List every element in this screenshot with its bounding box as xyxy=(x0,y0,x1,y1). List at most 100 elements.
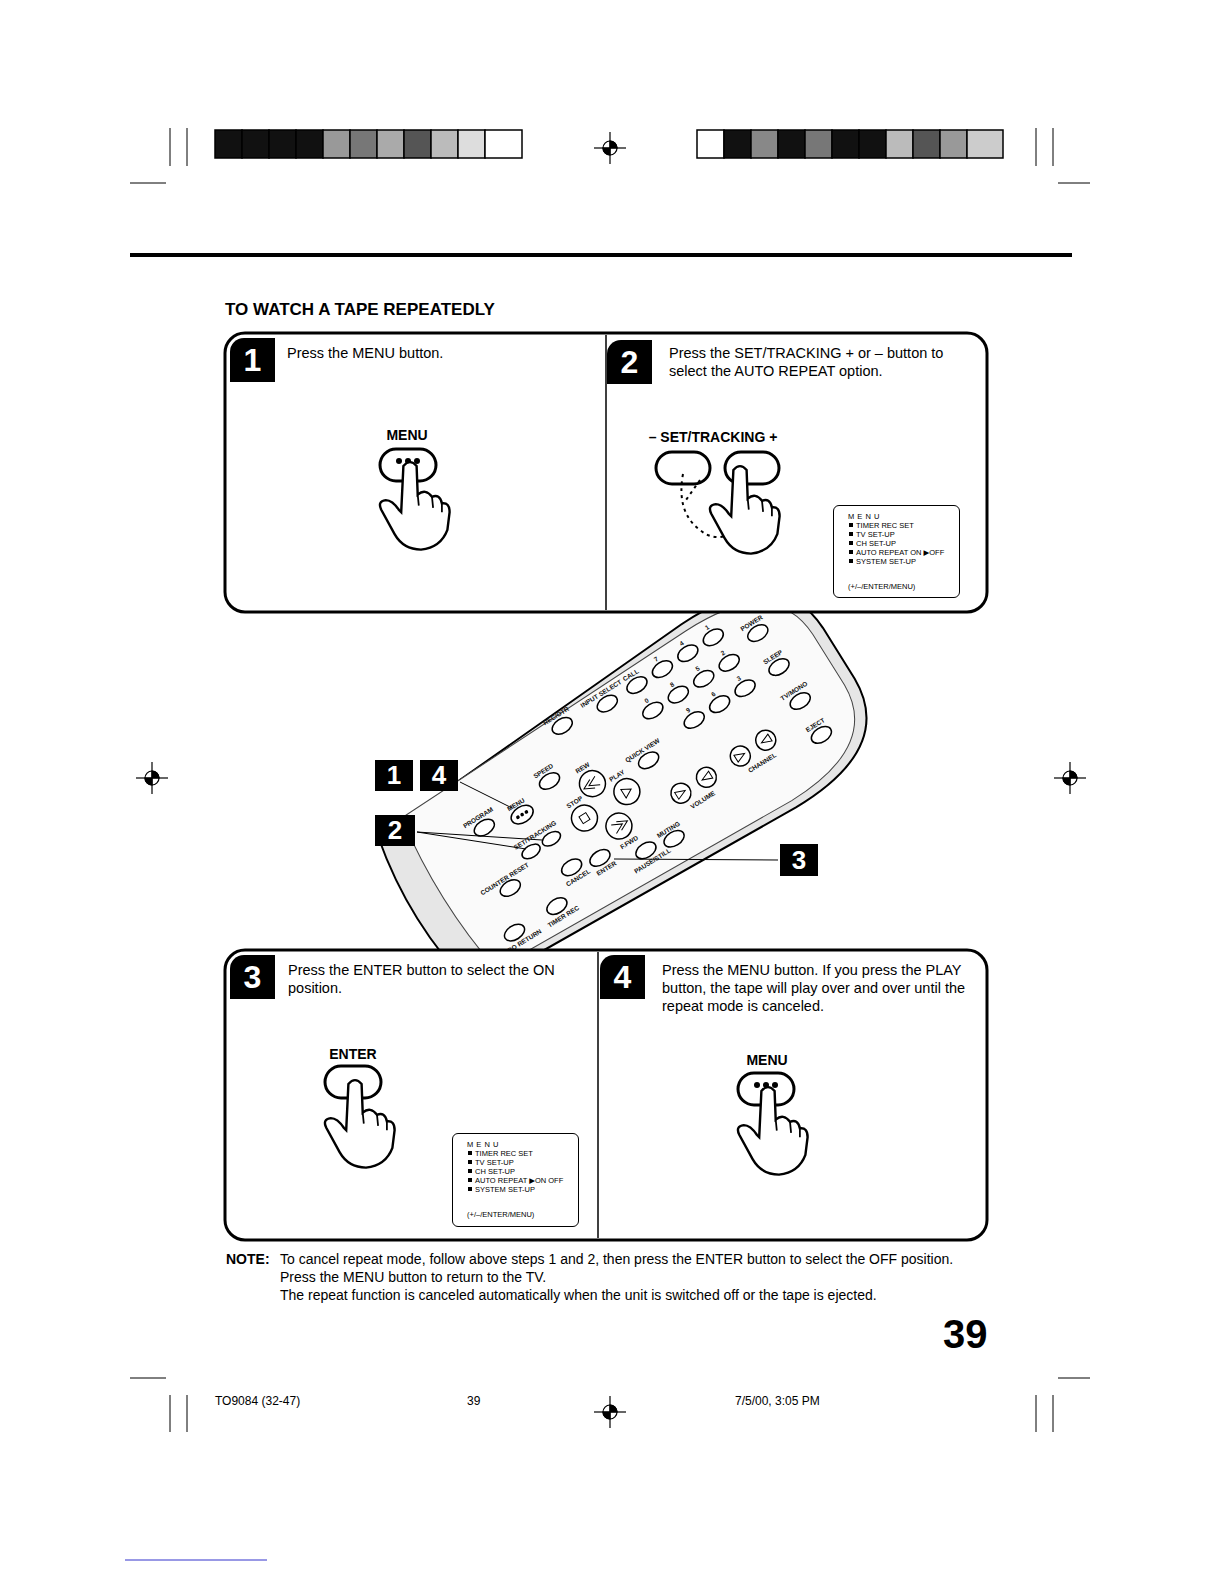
crop-marks xyxy=(187,1395,188,1432)
footer-text: TO9084 (32-47) xyxy=(215,1394,300,1408)
menu-line: M E N U xyxy=(848,512,880,521)
crop-marks xyxy=(1053,128,1054,166)
step-instruction: Press the ENTER button to select the ON … xyxy=(288,961,583,997)
remote-drawing xyxy=(611,817,630,834)
registration-strip xyxy=(458,130,485,158)
menu-line: AUTO REPEAT ON ▶OFF xyxy=(856,548,944,557)
registration-strip xyxy=(215,130,1003,158)
panels-and-illustrations xyxy=(597,952,599,1238)
menu-line: M E N U xyxy=(467,1140,499,1149)
button-name: – SET/TRACKING + xyxy=(649,429,778,445)
crop-marks xyxy=(170,128,171,166)
button-name: MENU xyxy=(746,1052,787,1068)
registration-strip xyxy=(832,130,859,158)
remote-drawing xyxy=(515,815,520,820)
crosshairs xyxy=(136,762,168,794)
callout-text: 1 xyxy=(375,760,413,791)
remote-drawing xyxy=(520,812,525,817)
registration-strip xyxy=(404,130,431,158)
crop-marks xyxy=(130,1378,166,1379)
registration-strip xyxy=(859,130,886,158)
remote-drawing xyxy=(716,651,742,675)
crop-marks xyxy=(170,1395,171,1432)
crosshairs xyxy=(1063,771,1077,785)
callout-number: 1 xyxy=(375,760,413,791)
step-box: 1 Press the MENU button. MENU xyxy=(225,333,606,612)
panels-and-illustrations xyxy=(325,1080,395,1167)
crop-marks xyxy=(1053,1395,1054,1432)
button-name: MENU xyxy=(386,427,427,443)
menu-line: AUTO REPEAT ▶ON OFF xyxy=(475,1176,563,1185)
remote-drawing xyxy=(581,776,600,793)
menu-line: (+/–/ENTER/MENU) xyxy=(848,582,915,591)
remote-drawing xyxy=(681,708,707,732)
panels-and-illustrations xyxy=(710,466,780,553)
callout-number: 4 xyxy=(420,760,458,791)
button-illustration xyxy=(656,452,710,484)
crosshairs xyxy=(145,771,159,785)
panels-and-illustrations xyxy=(738,1087,808,1174)
registration-strip xyxy=(377,130,404,158)
panels-and-illustrations xyxy=(754,1082,760,1088)
leader-lines xyxy=(417,832,542,840)
registration-strip xyxy=(724,130,751,158)
step-panel xyxy=(225,950,987,1240)
registration-strip xyxy=(269,130,296,158)
registration-strip xyxy=(913,130,940,158)
page-title: TO WATCH A TAPE REPEATEDLY xyxy=(225,300,495,320)
callout-text: 3 xyxy=(780,844,818,876)
remote-drawing xyxy=(691,667,717,691)
crop-marks xyxy=(1036,1395,1037,1432)
menu-line: TV SET-UP xyxy=(475,1158,514,1167)
remote-drawing xyxy=(579,813,590,824)
remote-drawing xyxy=(422,600,840,948)
crosshairs xyxy=(1063,771,1077,785)
crop-marks xyxy=(187,128,188,166)
remote-drawing xyxy=(649,657,675,681)
crosshairs xyxy=(603,1405,617,1419)
remote-drawing xyxy=(707,692,733,716)
registration-strip xyxy=(751,130,778,158)
crosshairs xyxy=(603,1405,617,1419)
menu-line: SYSTEM SET-UP xyxy=(475,1185,535,1194)
remote-drawing xyxy=(359,562,896,1009)
remote-drawing xyxy=(621,785,634,798)
registration-strip xyxy=(940,130,967,158)
registration-strip xyxy=(697,130,724,158)
panels-and-illustrations xyxy=(380,462,450,549)
registration-strip xyxy=(350,130,377,158)
callout-number: 2 xyxy=(375,815,415,846)
remote-drawing xyxy=(640,699,666,723)
remote-drawing xyxy=(665,683,691,707)
step-box: 4Press the MENU button. If you press the… xyxy=(598,950,987,1240)
menu-line: CH SET-UP xyxy=(856,539,896,548)
leader-lines xyxy=(460,782,512,808)
menu-line: CH SET-UP xyxy=(475,1167,515,1176)
remote-drawing xyxy=(675,642,701,666)
remote-drawing xyxy=(700,626,726,650)
note-text: The repeat function is canceled automati… xyxy=(280,1287,877,1304)
step-instruction: Press the MENU button. xyxy=(287,344,587,362)
menu-line: TIMER REC SET xyxy=(475,1149,533,1158)
panels-and-illustrations xyxy=(772,1082,778,1088)
remote-drawing xyxy=(391,575,881,985)
button-name: ENTER xyxy=(329,1046,376,1062)
footer-text: 39 xyxy=(467,1394,480,1408)
callout-number: 3 xyxy=(780,844,818,876)
remote-drawing xyxy=(693,764,721,792)
step-number: 2 xyxy=(607,340,652,384)
registration-strip xyxy=(242,130,269,158)
step-number: 1 xyxy=(230,338,275,382)
step-instruction: Press the SET/TRACKING + or – button to … xyxy=(669,344,969,380)
on-screen-menu: M E N UTIMER REC SETTV SET-UPCH SET-UPAU… xyxy=(452,1133,579,1227)
crosshairs xyxy=(603,141,617,155)
crop-marks xyxy=(125,128,1090,1560)
crosshairs xyxy=(603,141,617,155)
menu-line: (+/–/ENTER/MENU) xyxy=(467,1210,534,1219)
crosshairs xyxy=(594,132,626,164)
remote-drawing xyxy=(752,726,780,754)
crop-marks xyxy=(1058,1378,1090,1379)
panels-and-illustrations xyxy=(681,474,725,537)
callout-text: 4 xyxy=(420,760,458,791)
